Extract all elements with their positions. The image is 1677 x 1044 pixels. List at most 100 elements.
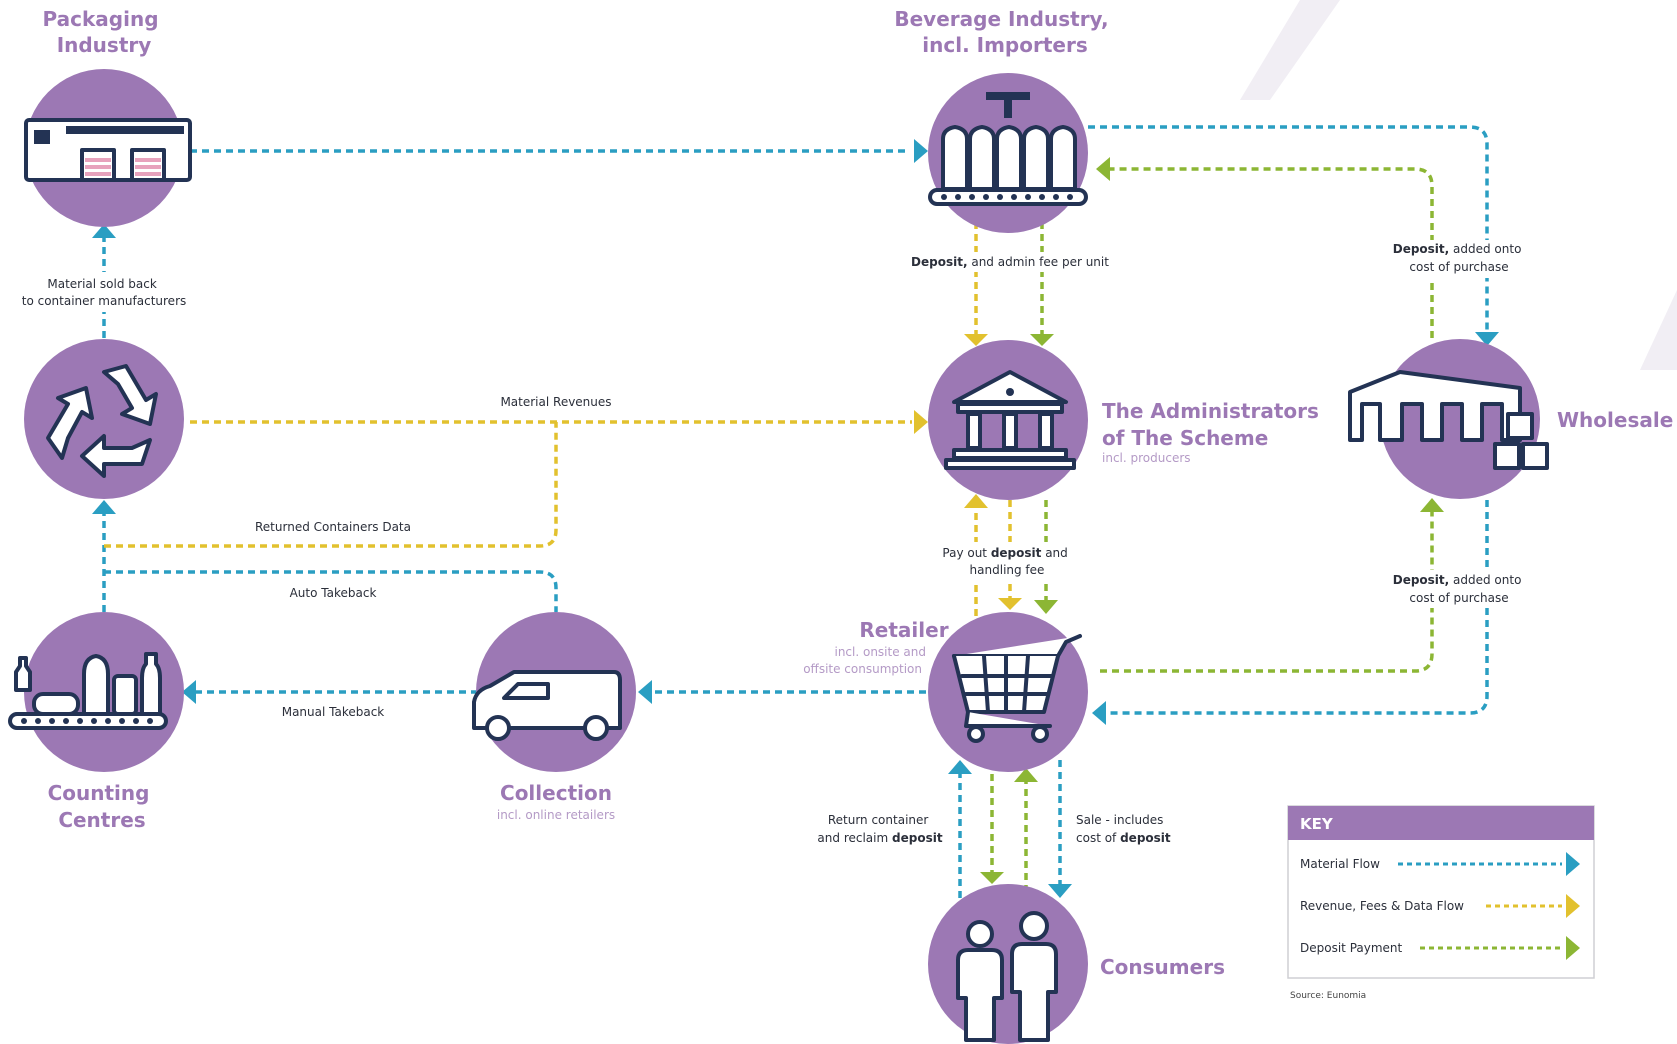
node-counting-centres: Counting Centres	[8, 612, 184, 832]
arrowhead	[998, 598, 1022, 610]
node-subtitle: offsite consumption	[803, 662, 922, 676]
node-administrators: The Administrators of The Scheme incl. p…	[928, 340, 1319, 500]
node-subtitle: incl. producers	[1102, 451, 1191, 465]
node-circle	[928, 884, 1088, 1044]
label-returned-containers-data: Returned Containers Data	[255, 520, 411, 534]
flow-label: Material sold back	[47, 277, 156, 291]
flow-wholesale-to-retailer	[1102, 500, 1489, 715]
factory-icon	[24, 118, 192, 182]
arrowhead	[1034, 600, 1058, 614]
svg-text:Sale - includes cost of: Sale - includes cost of deposit	[1076, 813, 1171, 845]
bottles-conveyor-icon	[8, 652, 168, 730]
flow-beverage-to-wholesale	[1088, 125, 1489, 332]
node-title: of The Scheme	[1102, 426, 1268, 450]
source-note: Source: Eunomia	[1290, 991, 1366, 1001]
label-deposit-wholesale-top: Deposit, added onto cost of purchase	[1388, 240, 1530, 278]
arrowhead	[182, 680, 196, 704]
flow-label: cost of purchase	[1409, 591, 1508, 605]
node-title: Beverage Industry,	[894, 7, 1108, 31]
flow-label: Return container	[828, 813, 929, 827]
legend-label: Revenue, Fees & Data Flow	[1300, 899, 1464, 913]
flow-auto-takeback	[104, 570, 558, 612]
svg-text:Deposit, added onto cost: Deposit, added onto cost of purchase	[1393, 242, 1526, 274]
flow-label: added onto	[1449, 573, 1521, 587]
flow-label: and reclaim	[817, 831, 892, 845]
shopping-cart-icon	[952, 634, 1082, 743]
node-packaging-industry: Packaging Industry	[24, 7, 192, 227]
node-title: Centres	[58, 808, 145, 832]
arrowhead	[948, 760, 972, 774]
flow-label-bold: deposit	[991, 546, 1042, 560]
node-wholesale: Wholesale	[1348, 339, 1673, 499]
warehouse-icon	[1348, 370, 1549, 470]
svg-text:Material sold back to co: Material sold back to container manufact…	[22, 277, 187, 308]
flow-wholesale-deposit-to-beverage	[1108, 167, 1434, 338]
node-consumers: Consumers	[928, 884, 1225, 1044]
svg-text:Return container and rec: Return container and reclaim deposit	[817, 813, 942, 845]
flow-label-bold: Deposit,	[1393, 242, 1449, 256]
flow-label: handling fee	[970, 563, 1045, 577]
legend-label: Material Flow	[1300, 857, 1380, 871]
node-collection: Collection incl. online retailers	[472, 612, 636, 822]
bottling-line-icon	[928, 92, 1088, 206]
node-title: Packaging	[43, 7, 159, 31]
node-title: Collection	[500, 781, 612, 805]
svg-text:Deposit, added onto cost: Deposit, added onto cost of purchase	[1393, 573, 1526, 605]
flow-label: and	[1041, 546, 1067, 560]
flow-label-bold: deposit	[892, 831, 943, 845]
flow-label-bold: Deposit,	[911, 255, 967, 269]
node-title: Counting	[48, 781, 150, 805]
svg-text:Counting Centres: Counting Centres	[48, 781, 157, 832]
label-sale: Sale - includes cost of deposit	[1076, 813, 1171, 845]
flow-label: cost of purchase	[1409, 260, 1508, 274]
arrowhead	[914, 410, 928, 434]
node-title: Consumers	[1100, 955, 1225, 979]
node-title: The Administrators	[1102, 399, 1319, 423]
arrowhead	[914, 139, 928, 163]
flow-retailer-deposit-to-wholesale	[1100, 512, 1434, 673]
node-subtitle: incl. online retailers	[497, 808, 615, 822]
arrowhead	[964, 334, 988, 346]
label-return-container: Return container and reclaim deposit	[817, 813, 942, 845]
node-title: Retailer	[859, 618, 948, 642]
legend-key: KEY Material Flow Revenue, Fees & Data F…	[1287, 805, 1595, 979]
flow-label-bold: deposit	[1120, 831, 1171, 845]
institution-icon	[944, 370, 1076, 470]
arrowhead	[1092, 701, 1106, 725]
svg-text:Beverage Industry, incl.: Beverage Industry, incl. Importers	[894, 7, 1115, 57]
node-title: incl. Importers	[922, 33, 1087, 57]
node-retailer: Retailer incl. onsite and offsite consum…	[803, 612, 1088, 772]
arrowhead	[1566, 852, 1580, 876]
legend-title: KEY	[1300, 815, 1334, 833]
arrowhead	[1030, 334, 1054, 346]
arrowhead	[1566, 894, 1580, 918]
label-deposit-admin-fee: Deposit, and admin fee per unit	[904, 252, 1114, 272]
arrowhead	[1096, 157, 1110, 181]
arrowhead	[964, 494, 988, 508]
arrowhead	[1048, 884, 1072, 898]
arrowhead	[1475, 332, 1499, 346]
node-beverage-industry: Beverage Industry, incl. Importers	[894, 7, 1115, 233]
label-material-sold-back: Material sold back to container manufact…	[10, 272, 198, 312]
svg-text:Pay out deposit and hand: Pay out deposit and handling fee	[942, 546, 1071, 577]
svg-text:Packaging Industry: Packaging Industry	[43, 7, 166, 57]
arrowhead	[1420, 498, 1444, 512]
flow-label: Sale - includes	[1076, 813, 1163, 827]
arrowhead	[1014, 768, 1038, 782]
van-icon	[472, 670, 622, 741]
flow-label: added onto	[1449, 242, 1521, 256]
recycle-icon	[46, 364, 158, 478]
label-deposit-wholesale-bottom: Deposit, added onto cost of purchase	[1388, 570, 1530, 608]
node-recycling	[24, 339, 184, 499]
label-auto-takeback: Auto Takeback	[290, 586, 377, 600]
node-title: Wholesale	[1557, 408, 1673, 432]
people-icon	[956, 911, 1058, 1042]
arrowhead	[638, 680, 652, 704]
flow-label: to container manufacturers	[22, 294, 187, 308]
arrowhead	[1566, 936, 1580, 960]
flow-label: cost of	[1076, 831, 1120, 845]
flow-returned-containers-data	[104, 422, 558, 548]
background-swoosh	[1240, 0, 1677, 370]
node-title: Industry	[57, 33, 152, 57]
